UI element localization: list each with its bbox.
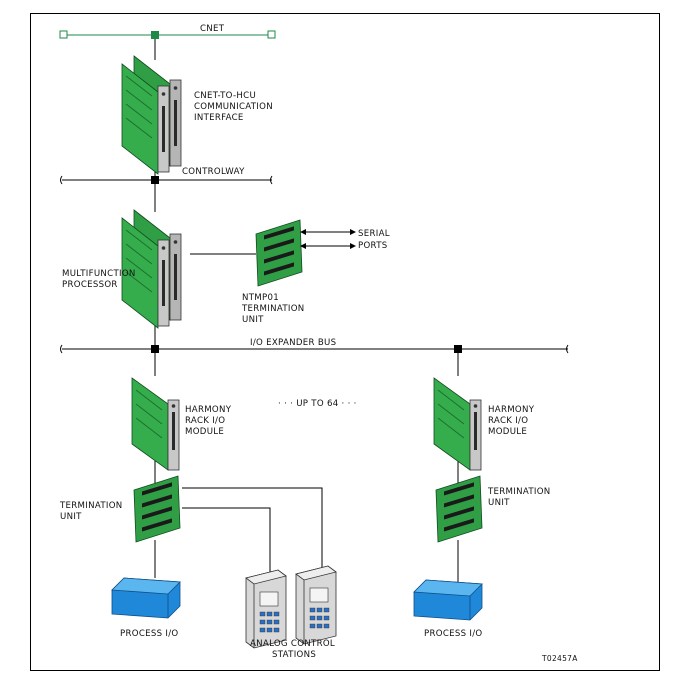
cnet-node-icon	[267, 30, 276, 39]
ntmp-board-icon	[255, 219, 303, 287]
serial-ports-label: SERIAL PORTS	[358, 229, 393, 251]
harmony-right-label: HARMONY RACK I/O MODULE	[488, 405, 537, 437]
termination-left-label: TERMINATION UNIT	[59, 501, 126, 522]
figure-id-label: T02457A	[541, 654, 578, 663]
controlway-label: CONTROLWAY	[182, 167, 245, 177]
process-io-right-box-icon	[413, 579, 483, 621]
termination-right-label: TERMINATION UNIT	[487, 487, 554, 508]
up-to-label: · · · UP TO 64 · · ·	[278, 399, 357, 409]
harmony-right-card-icon	[433, 377, 482, 471]
io-bus-label: I/O EXPANDER BUS	[250, 338, 336, 348]
termination-right-board-icon	[435, 475, 483, 543]
cnet-node-icon	[151, 31, 159, 39]
control-station-left-icon	[245, 569, 287, 649]
harmony-left-card-icon	[131, 377, 180, 471]
process-io-left-label: PROCESS I/O	[120, 629, 178, 639]
process-io-left-box-icon	[111, 577, 181, 619]
harmony-left-label: HARMONY RACK I/O MODULE	[185, 405, 234, 437]
cnet-hcu-card-icon	[121, 55, 182, 175]
cnet-label: CNET	[200, 24, 225, 34]
control-station-right-icon	[295, 565, 337, 645]
ntmp-label: NTMP01 TERMINATION UNIT	[241, 293, 308, 325]
cnet-node-icon	[59, 30, 68, 39]
analog-stations-label: ANALOG CONTROL STATIONS	[250, 639, 338, 660]
termination-left-board-icon	[133, 475, 181, 543]
cnet-hcu-label: CNET-TO-HCU COMMUNICATION INTERFACE	[194, 91, 276, 123]
multifunction-label: MULTIFUNCTION PROCESSOR	[62, 269, 139, 290]
diagram-frame	[30, 13, 660, 671]
process-io-right-label: PROCESS I/O	[424, 629, 482, 639]
